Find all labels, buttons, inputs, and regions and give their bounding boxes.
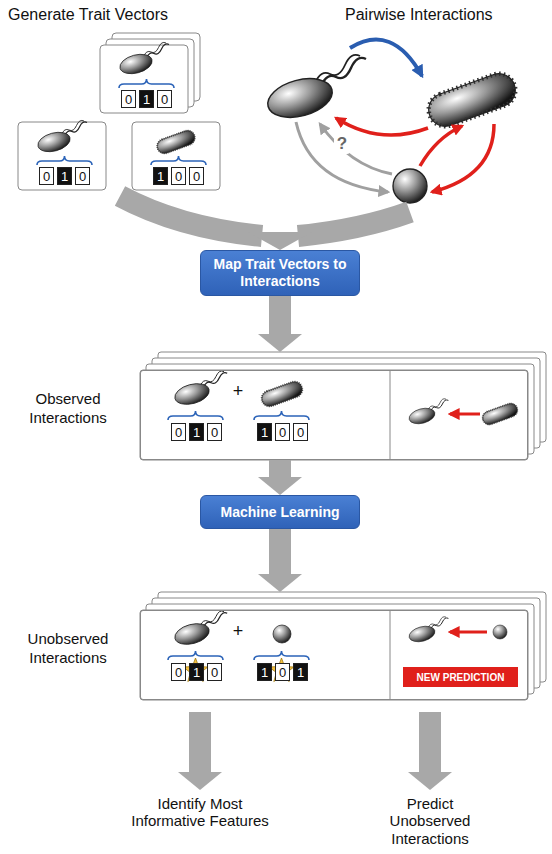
bit-value: 0: [193, 169, 200, 184]
bit-value: 1: [143, 92, 150, 107]
trait-bit: 1: [139, 90, 154, 108]
question-mark: ?: [334, 134, 350, 154]
bit-value: 0: [79, 169, 86, 184]
process-box: Machine Learning: [200, 495, 360, 529]
trait-bit: 1: [189, 423, 204, 441]
process-box: Map Trait Vectors to Interactions: [200, 250, 360, 296]
trait-bit: 0: [275, 423, 290, 441]
trait-bit: 1: [57, 167, 72, 185]
trait-bit: 0: [171, 167, 186, 185]
trait-bit: 0: [121, 90, 136, 108]
plus-sign: +: [228, 621, 248, 642]
bit-value: 1: [297, 665, 304, 680]
trait-bit: 1: [153, 167, 168, 185]
bit-value: 1: [261, 425, 268, 440]
trait-bit: 0: [171, 423, 186, 441]
bit-value: 0: [211, 665, 218, 680]
panel-heading: Observed Interactions: [3, 389, 133, 427]
interaction-panel: Unobserved Interactions010101NEW PREDICT…: [140, 610, 528, 700]
bit-value: 0: [161, 92, 168, 107]
trait-bit: 1: [257, 663, 272, 681]
trait-bit: 0: [75, 167, 90, 185]
bit-value: 0: [175, 425, 182, 440]
flow-arrow: [258, 296, 302, 352]
trait-bit: 0: [171, 663, 186, 681]
bit-value: 0: [43, 169, 50, 184]
box-text: Machine Learning: [220, 504, 339, 521]
trait-bit: 0: [293, 423, 308, 441]
prediction-tag: NEW PREDICTION: [403, 667, 518, 687]
box-text: NEW PREDICTION: [417, 672, 505, 683]
section-title: Generate Trait Vectors: [8, 6, 228, 24]
trait-bit: 0: [275, 663, 290, 681]
trait-bit: 0: [189, 167, 204, 185]
bit-value: 0: [279, 665, 286, 680]
trait-bit: 0: [39, 167, 54, 185]
bit-value: 1: [61, 169, 68, 184]
interaction-panel: Observed Interactions010100: [140, 370, 528, 460]
bit-value: 1: [261, 665, 268, 680]
trait-bit: 0: [157, 90, 172, 108]
trait-bit: 1: [293, 663, 308, 681]
bit-value: 0: [175, 665, 182, 680]
trait-bit: 1: [189, 663, 204, 681]
trait-bit: 0: [207, 663, 222, 681]
section-title: Pairwise Interactions: [345, 6, 545, 24]
bit-value: 0: [125, 92, 132, 107]
bit-value: 0: [211, 425, 218, 440]
output-label: Identify Most Informative Features: [125, 795, 275, 830]
bit-value: 0: [279, 425, 286, 440]
bit-value: 1: [157, 169, 164, 184]
trait-bit: 0: [207, 423, 222, 441]
bit-value: 0: [297, 425, 304, 440]
trait-bit: 1: [257, 423, 272, 441]
flow-arrow: [258, 529, 302, 592]
output-label: Predict Unobserved Interactions: [365, 795, 495, 847]
panel-heading: Unobserved Interactions: [3, 629, 133, 667]
bit-value: 1: [193, 665, 200, 680]
bit-value: 1: [193, 425, 200, 440]
flow-arrow: [258, 460, 302, 495]
bit-value: 0: [175, 169, 182, 184]
plus-sign: +: [228, 381, 248, 402]
box-text: Map Trait Vectors to Interactions: [209, 256, 351, 290]
